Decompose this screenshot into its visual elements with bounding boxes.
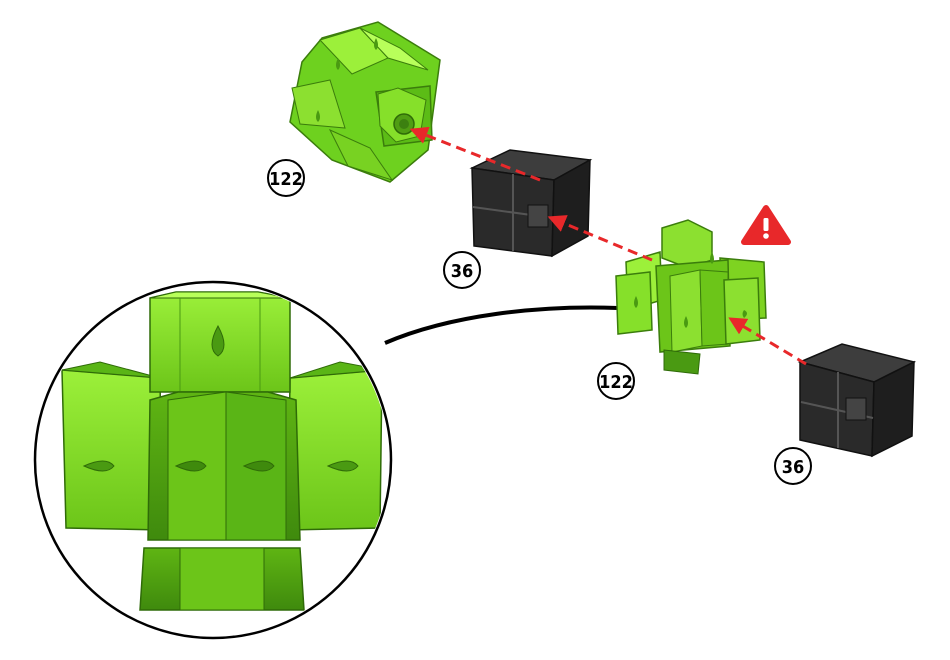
black-cube-right — [800, 344, 914, 456]
arrow-cube-to-connector-right — [736, 322, 806, 364]
green-connector-top — [290, 22, 440, 182]
zoom-connector-line — [385, 307, 618, 343]
label-122-top: 122 — [268, 160, 304, 196]
label-122-right: 122 — [598, 363, 634, 399]
label-36-right: 36 — [775, 448, 811, 484]
label-36-top: 36 — [444, 252, 480, 288]
svg-text:122: 122 — [599, 372, 633, 393]
svg-text:122: 122 — [269, 169, 303, 190]
svg-text:36: 36 — [451, 261, 474, 282]
zoom-detail-circle — [35, 282, 391, 638]
warning-triangle-icon — [744, 208, 788, 242]
svg-text:36: 36 — [782, 457, 805, 478]
black-cube-top — [472, 150, 590, 256]
